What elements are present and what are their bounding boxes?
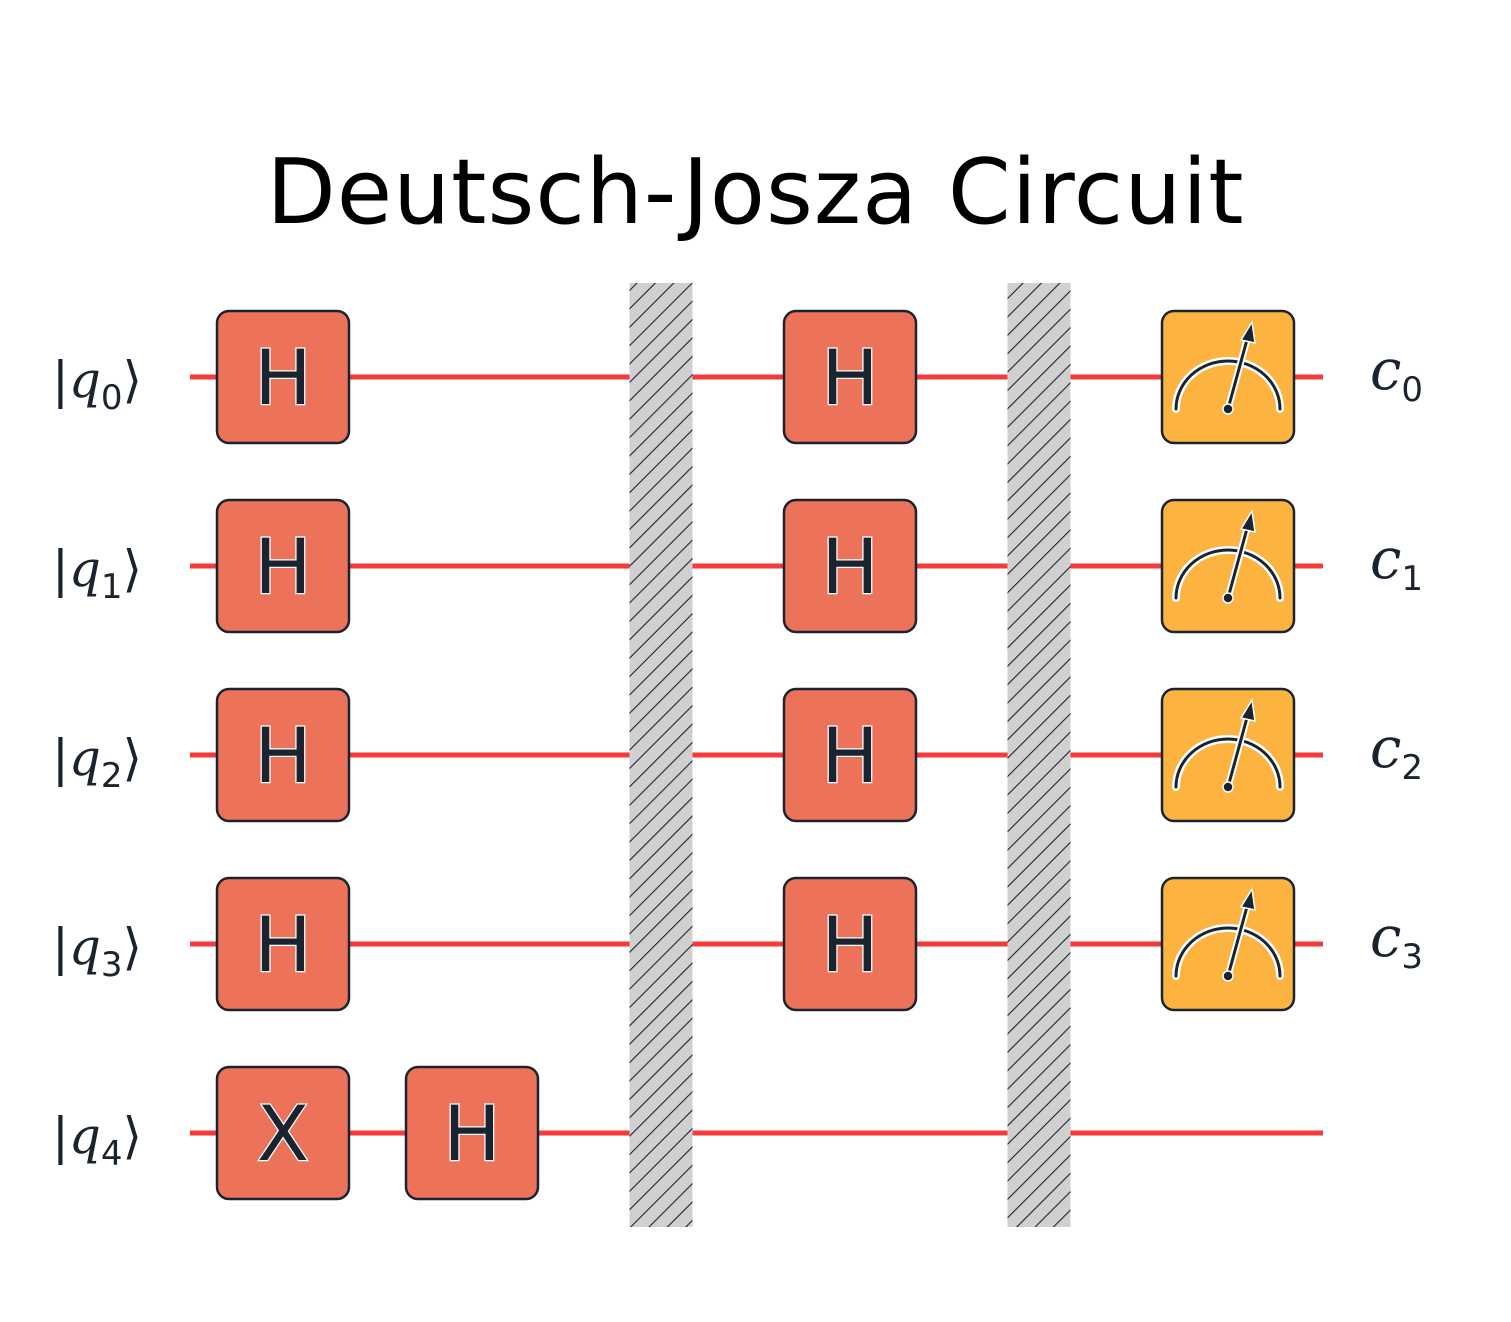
gate-h-q2-col3: H (782, 687, 918, 823)
barrier-1 (1007, 283, 1071, 1227)
barriers-layer (629, 283, 1071, 1227)
gate-h-q0-col3: H (782, 309, 918, 445)
gate-h-q1-col0: H (215, 498, 351, 634)
meter-icon (1172, 319, 1284, 415)
gate-h-q3-col3: H (782, 876, 918, 1012)
qubit-label-4: |q4⟩ (52, 1107, 142, 1174)
gate-label: H (821, 333, 878, 422)
gate-label: H (821, 900, 878, 989)
qubit-label-2: |q2⟩ (52, 729, 142, 796)
meter-icon (1172, 697, 1284, 793)
measure-q2 (1160, 687, 1296, 823)
gate-x-q4-col0: X (215, 1065, 351, 1201)
measure-q3 (1160, 876, 1296, 1012)
gate-h-q0-col0: H (215, 309, 351, 445)
qubit-label-0: |q0⟩ (52, 351, 142, 418)
gate-label: H (821, 522, 878, 611)
circuit-title: Deutsch-Josza Circuit (266, 140, 1245, 245)
gate-label: H (254, 522, 311, 611)
gate-label: H (254, 900, 311, 989)
labels-layer: |q0⟩ |q1⟩ |q2⟩ |q3⟩ |q4⟩ c0 c1 c2 c3 (52, 338, 1423, 1174)
qubit-label-3: |q3⟩ (52, 918, 142, 985)
gate-label: H (443, 1089, 500, 1178)
gates-layer: H H H H X H H H H H (215, 309, 1296, 1201)
qubit-label-1: |q1⟩ (52, 540, 142, 607)
clbit-label-1: c1 (1370, 527, 1423, 599)
measure-q1 (1160, 498, 1296, 634)
wires-layer (190, 374, 1323, 1136)
clbit-label-0: c0 (1370, 338, 1423, 410)
meter-icon (1172, 886, 1284, 982)
measure-q0 (1160, 309, 1296, 445)
gate-label: H (254, 333, 311, 422)
gate-h-q3-col0: H (215, 876, 351, 1012)
meter-icon (1172, 508, 1284, 604)
gate-h-q4-col1: H (404, 1065, 540, 1201)
clbit-label-3: c3 (1370, 905, 1423, 977)
gate-label: X (257, 1089, 309, 1178)
gate-label: H (821, 711, 878, 800)
gate-h-q1-col3: H (782, 498, 918, 634)
gate-h-q2-col0: H (215, 687, 351, 823)
gate-label: H (254, 711, 311, 800)
clbit-label-2: c2 (1370, 716, 1423, 788)
barrier-0 (629, 283, 693, 1227)
